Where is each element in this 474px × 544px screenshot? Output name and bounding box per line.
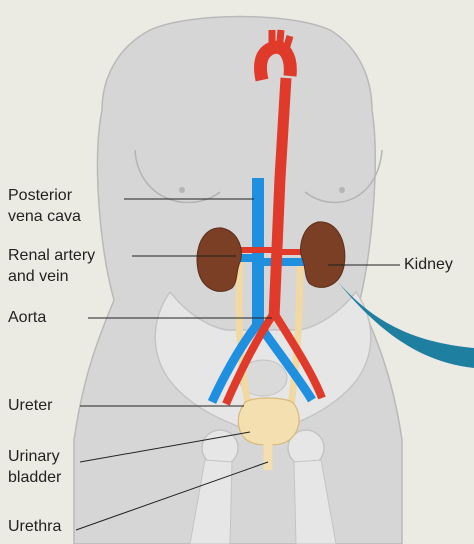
label-posterior-vena-cava: Posterior vena cava bbox=[8, 185, 81, 227]
urinary-bladder bbox=[238, 398, 299, 445]
nipple-left bbox=[179, 187, 185, 193]
label-kidney: Kidney bbox=[404, 254, 453, 275]
label-line: vena cava bbox=[8, 206, 81, 227]
label-aorta: Aorta bbox=[8, 307, 46, 328]
label-ureter: Ureter bbox=[8, 395, 52, 416]
label-renal-artery-vein: Renal artery and vein bbox=[8, 245, 95, 287]
kidney-left bbox=[197, 228, 241, 292]
nipple-right bbox=[339, 187, 345, 193]
label-line: Renal artery bbox=[8, 245, 95, 266]
label-urinary-bladder: Urinary bladder bbox=[8, 446, 61, 488]
label-line: and vein bbox=[8, 266, 95, 287]
label-line: Urinary bbox=[8, 446, 61, 467]
label-line: bladder bbox=[8, 467, 61, 488]
label-urethra: Urethra bbox=[8, 516, 61, 537]
label-line: Posterior bbox=[8, 185, 81, 206]
kidney-right bbox=[301, 222, 345, 288]
